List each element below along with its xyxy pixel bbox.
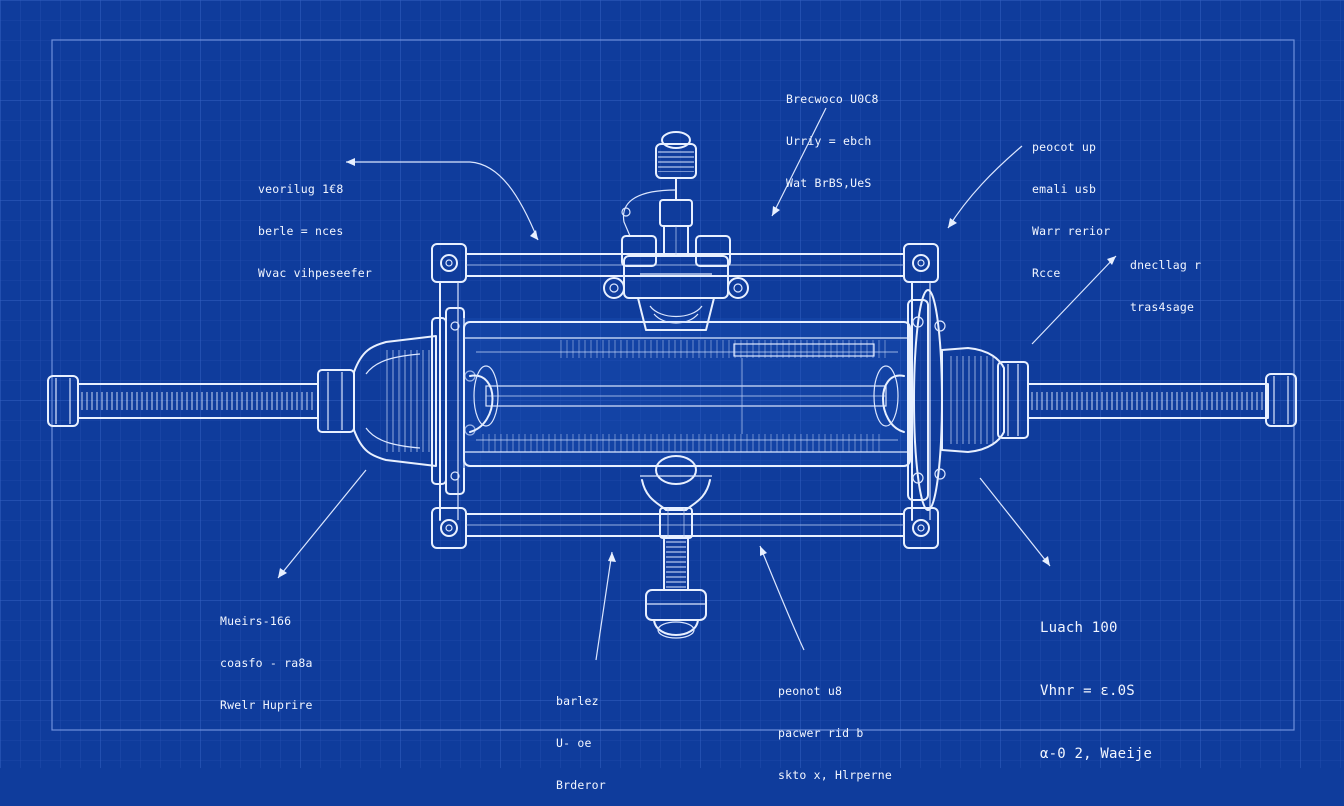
- blueprint-drawing: [0, 0, 1344, 768]
- annotation-line: Rcce: [1032, 266, 1061, 280]
- right-shaft: [1027, 373, 1297, 427]
- annotation-line: berle = nces: [258, 224, 344, 238]
- annotation-line: emali usb: [1032, 182, 1097, 196]
- top-valve-assembly: [603, 131, 749, 331]
- right-end-bell: [907, 289, 1029, 511]
- annotation-line: Brderor: [556, 778, 606, 792]
- annotation-line: U- oe: [556, 736, 592, 750]
- annotation-top-center: Brecwoco U0C8 Urriy = ebch Wat BrBS,UeS: [786, 64, 879, 204]
- annotation-line: pacwer rid b: [778, 726, 864, 740]
- annotation-line: Wat BrBS,UeS: [786, 176, 872, 190]
- annotation-bottom-left: Mueirs-166 coasfo - ra8a Rwelr Huprire: [220, 586, 313, 726]
- annotation-line: Urriy = ebch: [786, 134, 872, 148]
- annotation-line: Vhnr = ε.0S: [1040, 683, 1135, 699]
- annotation-right-upper: dnecllag r tras4sage: [1130, 230, 1201, 328]
- annotation-bottom-center-right: peonot u8 pacwer rid b skto x, Hlrperne: [778, 656, 892, 796]
- blueprint-border: [51, 39, 1295, 731]
- annotation-line: dnecllag r: [1130, 258, 1202, 272]
- annotation-line: α-0 2, Waeije: [1040, 746, 1153, 762]
- annotation-line: tras4sage: [1130, 300, 1195, 314]
- annotation-line: skto x, Hlrperne: [778, 768, 892, 782]
- annotation-top-right: peocot up emali usb Warr rerior Rcce: [1032, 112, 1110, 294]
- annotation-line: Warr rerior: [1032, 224, 1111, 238]
- bottom-valve-assembly: [640, 455, 712, 639]
- annotation-bottom-center-left: barlez U- oe Brderor: [556, 666, 606, 806]
- annotation-line: Rwelr Huprire: [220, 698, 313, 712]
- annotation-line: veorilug 1€8: [258, 182, 344, 196]
- annotation-line: coasfo - ra8a: [220, 656, 313, 670]
- leader-arrows: [277, 107, 1117, 661]
- annotation-line: barlez: [556, 694, 599, 708]
- annotation-line: Luach 100: [1040, 620, 1118, 636]
- annotation-line: peonot u8: [778, 684, 843, 698]
- annotation-line: Wvac vihpeseefer: [258, 266, 372, 280]
- main-cylinder: [460, 318, 915, 468]
- annotation-bottom-right: Luach 100 Vhnr = ε.0S α-0 2, Waeije: [1040, 576, 1152, 786]
- annotation-top-left: veorilug 1€8 berle = nces Wvac vihpeseef…: [258, 154, 372, 294]
- cylinder-frame: [431, 243, 939, 549]
- annotation-line: Mueirs-166: [220, 614, 292, 628]
- annotation-line: peocot up: [1032, 140, 1097, 154]
- annotation-line: Brecwoco U0C8: [786, 92, 879, 106]
